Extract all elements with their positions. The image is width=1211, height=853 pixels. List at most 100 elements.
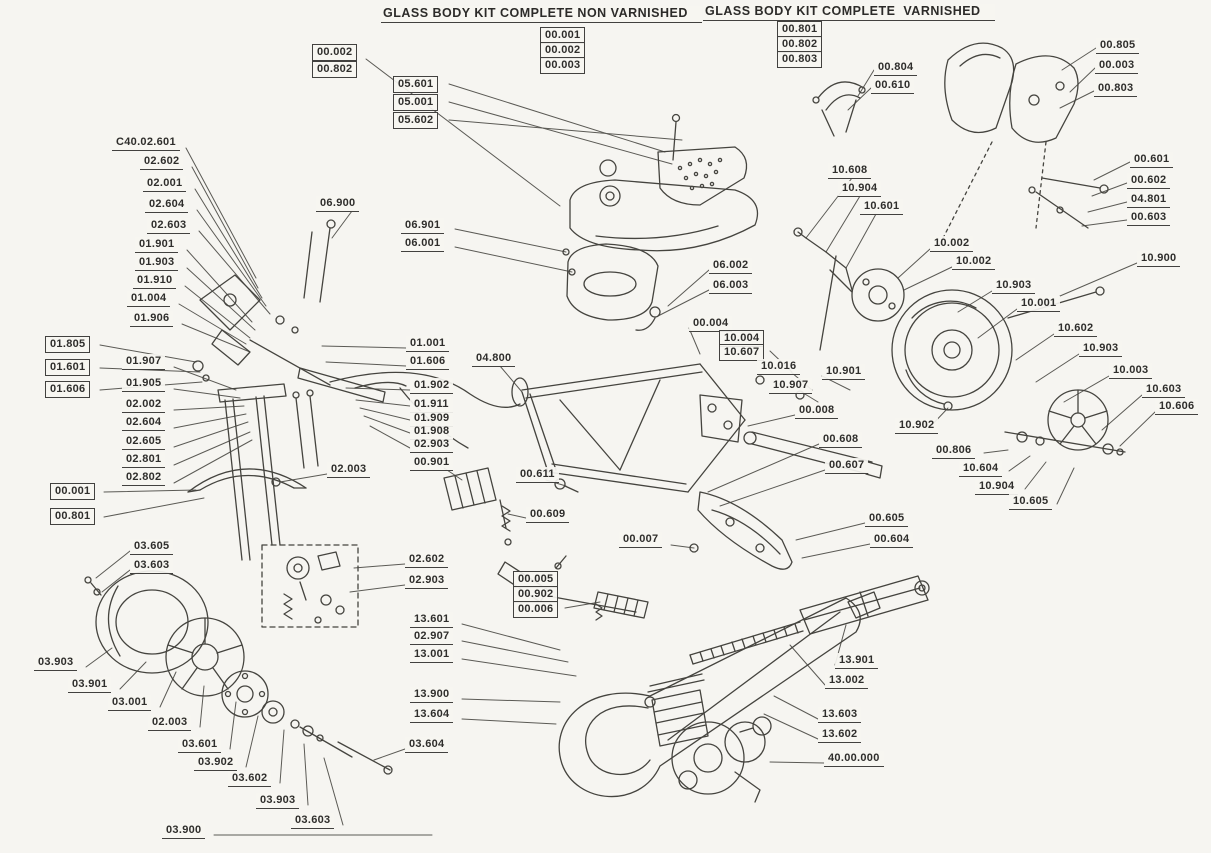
leader-line xyxy=(1015,333,1055,361)
leader-line xyxy=(928,407,949,429)
leader-line xyxy=(159,671,177,708)
fuel-tank xyxy=(566,159,759,331)
leader-line xyxy=(1059,90,1095,109)
leader-line xyxy=(448,119,683,141)
frame xyxy=(511,227,853,493)
leader-line xyxy=(194,188,263,299)
leader-line xyxy=(345,387,411,391)
leader-line xyxy=(801,543,871,559)
handlebar-assembly xyxy=(192,219,521,449)
leader-line xyxy=(448,101,673,165)
leader-line xyxy=(507,513,527,519)
leader-line xyxy=(173,366,237,391)
leader-line xyxy=(747,414,796,427)
leader-line xyxy=(363,415,411,434)
leader-line xyxy=(1063,375,1110,403)
caliper-kit xyxy=(261,544,359,628)
leader-line xyxy=(897,248,931,279)
leader-line xyxy=(184,285,251,339)
leader-line xyxy=(365,58,561,207)
leader-line xyxy=(178,303,247,345)
misc-hardware xyxy=(84,248,953,596)
leader-line xyxy=(657,289,710,317)
leader-line xyxy=(1101,394,1143,431)
chain-guard xyxy=(697,491,793,570)
leader-line xyxy=(821,375,851,391)
front-wheel-assembly xyxy=(95,570,393,775)
leader-line xyxy=(95,550,131,579)
leader-line xyxy=(279,473,328,483)
leader-line xyxy=(825,195,861,253)
leader-line xyxy=(1093,161,1131,181)
leader-line xyxy=(353,563,406,569)
leader-line xyxy=(196,209,267,307)
leader-line xyxy=(245,715,259,768)
leader-line xyxy=(719,469,826,507)
leader-line xyxy=(461,640,569,663)
leader-line xyxy=(229,701,237,750)
leader-line xyxy=(185,147,257,279)
leader-line xyxy=(795,522,866,541)
leader-line xyxy=(173,439,253,484)
leader-line xyxy=(349,584,406,593)
fairing-panels xyxy=(937,42,1079,249)
leader-line xyxy=(186,267,256,331)
leader-line xyxy=(688,327,701,355)
leader-line xyxy=(454,228,567,253)
leader-line xyxy=(1059,262,1138,297)
leader-line xyxy=(763,713,819,740)
leader-line xyxy=(303,743,309,806)
chain xyxy=(689,621,804,665)
leader-line xyxy=(983,449,1009,454)
leader-line xyxy=(1119,411,1156,447)
leader-line xyxy=(1035,353,1080,383)
brake-pedal-assembly xyxy=(497,543,699,621)
rear-sprocket xyxy=(1004,389,1126,456)
leader-lines-layer xyxy=(85,47,1156,836)
leader-line xyxy=(85,647,113,668)
leader-line xyxy=(564,601,601,609)
leader-line xyxy=(101,569,131,593)
leader-line xyxy=(957,290,993,313)
leader-line xyxy=(279,729,285,784)
leader-line xyxy=(1069,67,1096,93)
leader-line xyxy=(325,361,407,367)
leader-line xyxy=(977,308,1018,339)
footpeg-bracket xyxy=(443,467,579,546)
front-fork xyxy=(217,383,319,561)
engine xyxy=(647,673,772,803)
leader-line xyxy=(355,399,411,407)
leader-line xyxy=(903,266,953,291)
leader-line xyxy=(199,685,205,728)
leader-line xyxy=(805,177,853,239)
swingarm xyxy=(743,431,883,479)
rear-linkage xyxy=(1028,177,1109,229)
leader-line xyxy=(173,388,241,399)
leader-line xyxy=(461,698,561,703)
leader-line xyxy=(373,748,406,761)
leader-line xyxy=(173,413,247,429)
leader-line xyxy=(461,658,577,677)
leader-line xyxy=(790,371,813,391)
leader-line xyxy=(1087,201,1128,213)
leader-line xyxy=(1061,47,1097,71)
rear-wheel xyxy=(891,289,1013,411)
leader-line xyxy=(321,345,407,349)
leader-line xyxy=(448,83,666,153)
leader-line xyxy=(857,69,875,97)
front-fender xyxy=(187,468,307,493)
leader-line xyxy=(198,230,271,315)
leader-line xyxy=(99,367,201,373)
leader-line xyxy=(103,489,197,493)
leader-line xyxy=(461,718,557,725)
leader-line xyxy=(1008,455,1031,472)
leader-line xyxy=(1056,467,1075,505)
leader-line xyxy=(461,623,561,651)
leader-line xyxy=(331,210,353,239)
leader-line xyxy=(99,344,197,363)
leader-line xyxy=(769,761,825,764)
leader-line xyxy=(499,365,523,393)
leader-line xyxy=(173,405,245,411)
